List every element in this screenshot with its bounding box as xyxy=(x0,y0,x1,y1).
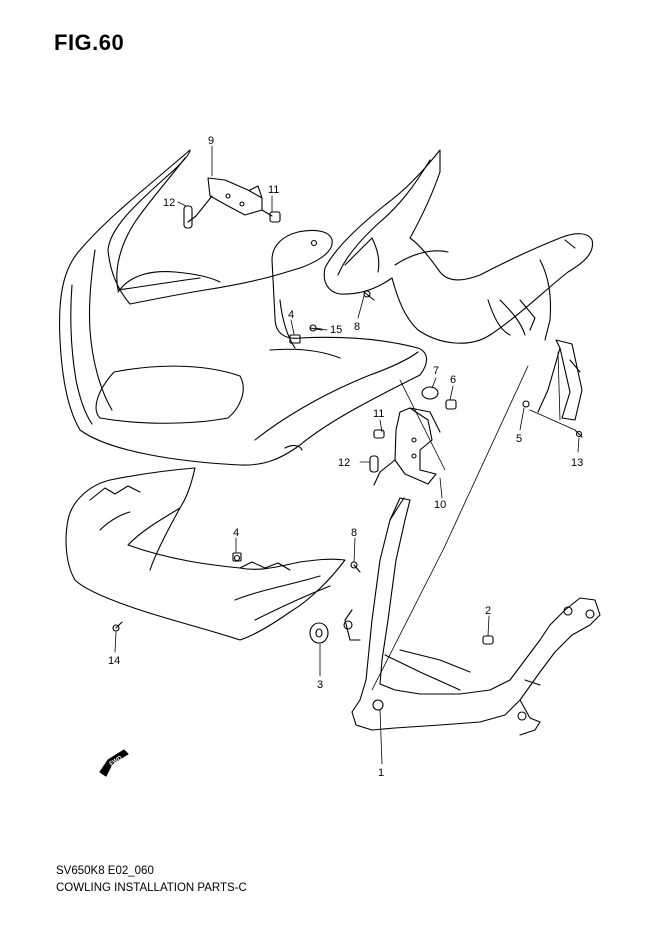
side-bracket xyxy=(522,339,583,438)
fasteners xyxy=(112,290,494,645)
callout-12-middle: 12 xyxy=(338,457,350,469)
callout-1: 1 xyxy=(378,767,384,779)
upper-cowl xyxy=(59,149,428,466)
callout-11-upper: 11 xyxy=(268,184,279,196)
figure-caption: COWLING INSTALLATION PARTS-C xyxy=(56,882,247,894)
callout-labels: 9 11 12 8 4 15 7 6 5 13 11 12 10 4 8 2 3… xyxy=(108,135,583,779)
callout-13: 13 xyxy=(571,457,583,469)
lower-cowl xyxy=(65,467,346,641)
callout-8-lower: 8 xyxy=(351,527,357,539)
callout-8-upper: 8 xyxy=(354,321,360,333)
callout-2: 2 xyxy=(485,605,491,617)
callout-3: 3 xyxy=(317,679,323,691)
callout-15: 15 xyxy=(330,324,342,336)
cowling-brace xyxy=(343,497,601,736)
callout-4-upper: 4 xyxy=(288,309,294,321)
callout-4-lower: 4 xyxy=(233,527,239,539)
fwd-arrow-icon: FWD xyxy=(99,749,129,777)
leader-lines xyxy=(114,145,580,765)
figure-code: SV650K8 E02_060 xyxy=(56,865,154,877)
callout-6: 6 xyxy=(450,374,456,386)
inner-panel xyxy=(323,149,594,344)
callout-10: 10 xyxy=(434,499,446,511)
callout-7: 7 xyxy=(433,365,439,377)
callout-14: 14 xyxy=(108,655,120,667)
callout-5: 5 xyxy=(516,433,522,445)
bracket-10-assembly xyxy=(369,407,441,486)
bracket-9-assembly xyxy=(183,177,281,229)
callout-9: 9 xyxy=(208,135,214,147)
figure-title: FIG.60 xyxy=(54,30,125,55)
callout-11-middle: 11 xyxy=(373,408,384,420)
callout-12-upper: 12 xyxy=(163,197,175,209)
